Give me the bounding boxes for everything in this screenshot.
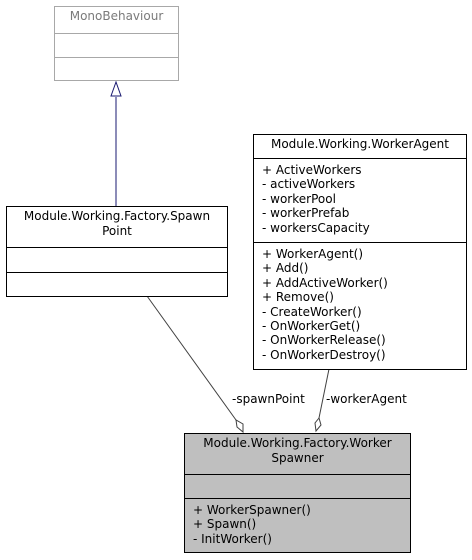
operation-init-worker: - InitWorker() xyxy=(193,531,272,546)
attribute-worker-prefab: - workerPrefab xyxy=(262,206,350,221)
operations-section-spawn-point xyxy=(7,272,227,296)
operation-remove: + Remove() xyxy=(262,290,334,305)
class-name-mono-behaviour: MonoBehaviour xyxy=(69,9,164,23)
operation-on-worker-get: - OnWorkerGet() xyxy=(262,318,361,333)
operation-create-worker: - CreateWorker() xyxy=(262,304,362,319)
operation-on-worker-destroy: - OnWorkerDestroy() xyxy=(262,347,386,362)
class-name-spawn-point: Module.Working.Factory.Spawn Point xyxy=(23,209,211,238)
class-name-worker-agent: Module.Working.WorkerAgent xyxy=(270,137,449,151)
attributes-section-worker-spawner xyxy=(185,474,410,498)
attribute-worker-pool: - workerPool xyxy=(262,191,336,206)
edge-label-worker-agent: -workerAgent xyxy=(326,392,407,406)
operation-on-worker-release: - OnWorkerRelease() xyxy=(262,333,386,348)
class-box-spawn-point[interactable]: Module.Working.Factory.Spawn Point xyxy=(6,206,228,297)
operations-section-mono-behaviour xyxy=(55,57,178,80)
edge-label-spawn-point: -spawnPoint xyxy=(232,392,305,406)
operations-section-worker-spawner: + WorkerSpawner() + Spawn() - InitWorker… xyxy=(185,498,410,552)
class-name-worker-spawner: Module.Working.Factory.Worker Spawner xyxy=(203,436,392,465)
operation-worker-agent: + WorkerAgent() xyxy=(262,247,364,261)
spawn-point-aggregation-diamond xyxy=(235,419,244,434)
operation-add-active-worker: + AddActiveWorker() xyxy=(262,275,388,290)
worker-agent-aggregation-diamond xyxy=(314,416,322,433)
attributes-section-spawn-point xyxy=(7,247,227,272)
attributes-section-mono-behaviour xyxy=(55,33,178,57)
inheritance-arrowhead xyxy=(110,80,122,97)
attribute-active-workers-public: + ActiveWorkers xyxy=(262,163,362,177)
class-box-mono-behaviour[interactable]: MonoBehaviour xyxy=(54,6,179,81)
worker-agent-association-edge xyxy=(318,368,330,419)
operation-add: + Add() xyxy=(262,261,309,276)
class-box-worker-spawner[interactable]: Module.Working.Factory.Worker Spawner + … xyxy=(184,433,411,553)
attribute-active-workers: - activeWorkers xyxy=(262,177,356,192)
attribute-workers-capacity: - workersCapacity xyxy=(262,220,370,235)
class-box-worker-agent[interactable]: Module.Working.WorkerAgent + ActiveWorke… xyxy=(253,134,467,370)
spawn-point-association-edge xyxy=(146,295,237,421)
attributes-section-worker-agent: + ActiveWorkers - activeWorkers - worker… xyxy=(254,158,466,242)
operation-worker-spawner: + WorkerSpawner() xyxy=(193,503,311,517)
operation-spawn: + Spawn() xyxy=(193,517,257,532)
operations-section-worker-agent: + WorkerAgent() + Add() + AddActiveWorke… xyxy=(254,242,466,369)
